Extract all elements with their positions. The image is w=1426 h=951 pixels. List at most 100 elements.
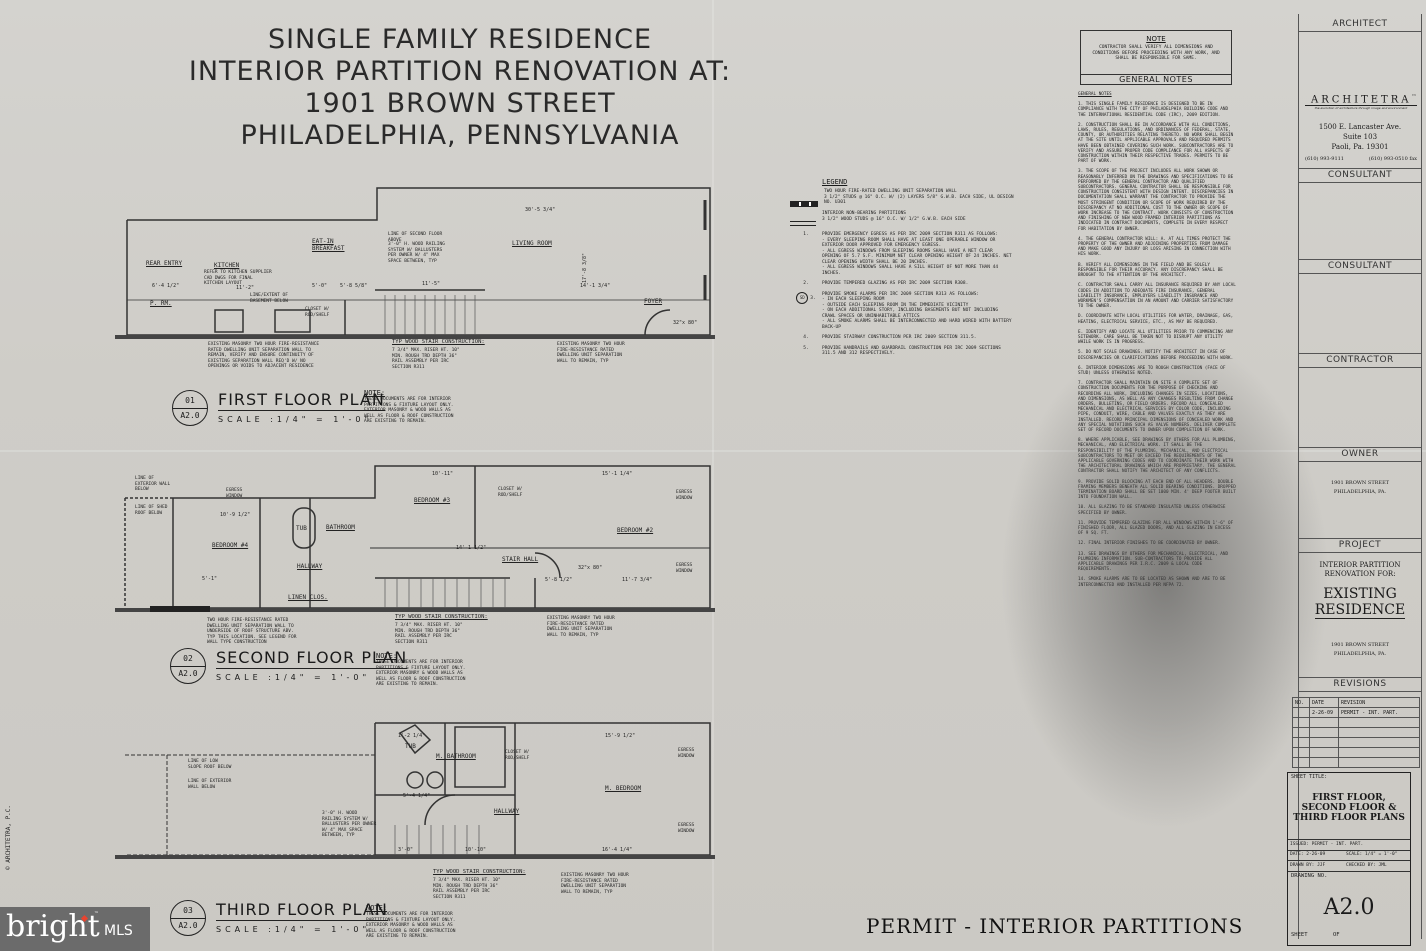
address-line: PHILADELPHIA, PA. <box>1333 651 1387 657</box>
legend-wall-spec: 3 1/2" WOOD STUDS @ 16" O.C. W/ 1/2" G.W… <box>822 216 966 222</box>
note-heading: NOTE: <box>376 652 398 660</box>
general-note: C. CONTRACTOR SHALL CARRY ALL INSURANCE … <box>1078 283 1236 310</box>
legend-heading: LEGEND <box>822 178 848 186</box>
firm-name: ARCHITETRA™ <box>1305 94 1417 107</box>
table-row <box>1292 757 1420 768</box>
photo-shadow <box>1000 330 1330 830</box>
room-bedroom-4: BEDROOM #4 <box>212 542 249 549</box>
annotation-railing: 3'-0" H. WOOD RAILING SYSTEM W/ BALLUSTE… <box>322 811 377 838</box>
plan-sheet: A2.0 <box>178 921 198 930</box>
dimension: 11'-2" <box>236 285 255 291</box>
header-cell: REVISION <box>1338 697 1420 708</box>
room-powder-room: P. RM. <box>150 300 172 307</box>
project-name-line: RESIDENCE <box>1314 602 1406 619</box>
annotation-second-floor-line: LINE OF SECOND FLOOR ABOVE <box>388 232 443 243</box>
item-number: 1. <box>803 232 809 237</box>
annotation-stair: TYP WOOD STAIR CONSTRUCTION: <box>395 614 488 620</box>
drawn-by: DRAWN BY: JJF <box>1290 863 1326 868</box>
title-line: INTERIOR PARTITION RENOVATION AT: <box>188 56 732 87</box>
item-text: PROVIDE SMOKE ALARMS PER IRC 2009 SECTIO… <box>822 291 980 297</box>
annotation-stair-detail: 7 3/4" MAX. RISER HT. 10" MIN. ROUGH TRD… <box>395 623 463 645</box>
item-text: PROVIDE EMERGENCY EGRESS AS PER IRC 2009… <box>822 232 999 237</box>
annotation-egress: EGRESS WINDOW <box>678 748 695 759</box>
dimension: 16'-4 1/4" <box>602 847 633 853</box>
annotation-exterior-wall: LINE OF EXTERIOR WALL BELOW <box>135 476 171 492</box>
item-number-text: 3. <box>810 295 816 301</box>
item-sub: - ON EACH ADDITIONAL STORY, INCLUDING BA… <box>822 308 999 319</box>
legend-items: 1. PROVIDE EMERGENCY EGRESS AS PER IRC 2… <box>790 232 1030 357</box>
room-master-bathroom: M. BATHROOM <box>436 753 476 760</box>
annotation-egress: EGRESS WINDOW <box>676 490 693 501</box>
legend-wall-text: INTERIOR NON-BEARING PARTITIONS 3 1/2" W… <box>822 211 1012 226</box>
note-heading: NOTE: <box>366 904 388 912</box>
revision-desc: PERMIT - INT. PART. <box>1338 707 1420 718</box>
copyright-text: © ARCHITETRA, P.C. <box>5 804 12 870</box>
room-linen-closet: LINEN CLOS. <box>288 594 328 601</box>
consultant-label: CONSULTANT <box>1299 259 1421 274</box>
annotation-stair: TYP WOOD STAIR CONSTRUCTION: <box>433 869 526 875</box>
item-number: 2. <box>803 281 809 286</box>
date: DATE: 2-26-09 <box>1290 852 1326 857</box>
firm-tagline: the evolution of architecture through im… <box>1314 106 1408 111</box>
plan-sheet: A2.0 <box>180 411 200 420</box>
legend-wall-text: TWO HOUR FIRE-RATED DWELLING UNIT SEPARA… <box>824 189 1014 207</box>
plan-number: 03 <box>183 906 193 915</box>
general-notes-heading: GENERAL NOTES <box>1078 92 1112 97</box>
note-text: THESE DOCUMENTS ARE FOR INTERIOR PARTITI… <box>364 397 454 424</box>
issued: ISSUED: PERMIT - INT. PART. <box>1290 842 1364 847</box>
general-note: B. VERIFY ALL DIMENSIONS IN THE FIELD AN… <box>1078 262 1223 279</box>
room-kitchen: KITCHEN <box>214 262 240 269</box>
owner-label: OWNER <box>1299 447 1421 462</box>
item-sub: - OUTSIDE EACH SLEEPING ROOM IN THE IMME… <box>822 302 969 308</box>
dimension: 5'-8 1/2" <box>545 577 573 583</box>
dimension: 17'-8 3/8" <box>582 252 589 284</box>
note-text: THESE DOCUMENTS ARE FOR INTERIOR PARTITI… <box>376 660 466 687</box>
room-bathroom: BATHROOM <box>326 524 355 531</box>
room-tub: TUB <box>405 743 416 750</box>
annotation-railing: 3'-0" H. WOOD RAILING SYSTEM W/ BALLUSTE… <box>388 242 445 264</box>
room-eat-in-breakfast: EAT-IN BREAKFAST <box>312 238 345 252</box>
plan-scale: SCALE :1/4" = 1'-0" <box>216 673 371 682</box>
item-number: 4. <box>803 335 809 340</box>
paper-fold <box>712 0 714 951</box>
plan-scale: SCALE :1/4" = 1'-0" <box>218 415 373 424</box>
legend-item: 5. PROVIDE HANDRAILS AND GUARDRAIL CONST… <box>790 346 1030 357</box>
item-text: PROVIDE TEMPERED GLAZING AS PER IRC 2009… <box>822 281 969 286</box>
annotation-right-wall: EXISTING MASONRY TWO HOUR FIRE-RESISTANC… <box>547 616 615 638</box>
room-living-room: LIVING ROOM <box>512 240 552 247</box>
dimension: 14'-1 1/2" <box>456 545 487 551</box>
plan-note-first: NOTE: THESE DOCUMENTS ARE FOR INTERIOR P… <box>364 389 459 425</box>
annotation-egress: EGRESS WINDOW <box>676 563 693 574</box>
table-row <box>1292 727 1420 738</box>
item-body: PROVIDE EMERGENCY EGRESS AS PER IRC 2009… <box>822 232 1012 276</box>
address-line: 1901 BROWN STREET <box>1330 642 1390 648</box>
note-heading: NOTE <box>1146 35 1166 43</box>
project-label: PROJECT <box>1299 538 1421 553</box>
title-line: PHILADELPHIA, PENNSYLVANIA <box>240 120 680 151</box>
annotation-right-wall: EXISTING MASONRY TWO HOUR FIRE-RESISTANC… <box>557 342 625 364</box>
sheet-title-line: THIRD FLOOR PLANS <box>1293 813 1405 823</box>
annotation-closet: CLOSET W/ ROD/SHELF <box>498 487 523 498</box>
legend-wall-title: TWO HOUR FIRE-RATED DWELLING UNIT SEPARA… <box>824 189 957 194</box>
firm-phone: (610) 993-9111 <box>1305 156 1344 162</box>
dimension: 14'-1 3/4" <box>580 283 611 289</box>
header-cell: NO. <box>1292 697 1310 708</box>
revision-no <box>1292 707 1310 718</box>
room-stair-hall: STAIR HALL <box>502 556 539 563</box>
address-line: PHILADELPHIA, PA. <box>1333 489 1387 495</box>
annotation-exterior-wall: LINE OF EXTERIOR WALL BELOW <box>188 779 232 790</box>
annotation-closet: CLOSET W/ ROD/SHELF <box>505 750 530 761</box>
revisions-header-row: NO. DATE REVISION <box>1292 697 1420 708</box>
consultant-label: CONSULTANT <box>1299 168 1421 183</box>
kitchen-note: REFER TO KITCHEN SUPPLIER CAD DWGS FOR F… <box>204 270 272 286</box>
annotation-shed-roof: LINE OF SHED ROOF BELOW <box>135 505 168 516</box>
plan-name: SECOND FLOOR PLAN <box>216 648 408 669</box>
first-floor-linework <box>115 187 715 339</box>
rated-wall-swatch <box>790 201 818 207</box>
legend-wall-type: TWO HOUR FIRE-RATED DWELLING UNIT SEPARA… <box>790 189 1030 207</box>
item-text: PROVIDE HANDRAILS AND GUARDRAIL CONSTRUC… <box>822 345 1001 357</box>
item-sub: - EVERY SLEEPING ROOM SHALL HAVE AT LEAS… <box>822 237 996 249</box>
checked-by: CHECKED BY: JML <box>1346 863 1387 868</box>
drawing-number: A2.0 <box>1323 895 1375 920</box>
